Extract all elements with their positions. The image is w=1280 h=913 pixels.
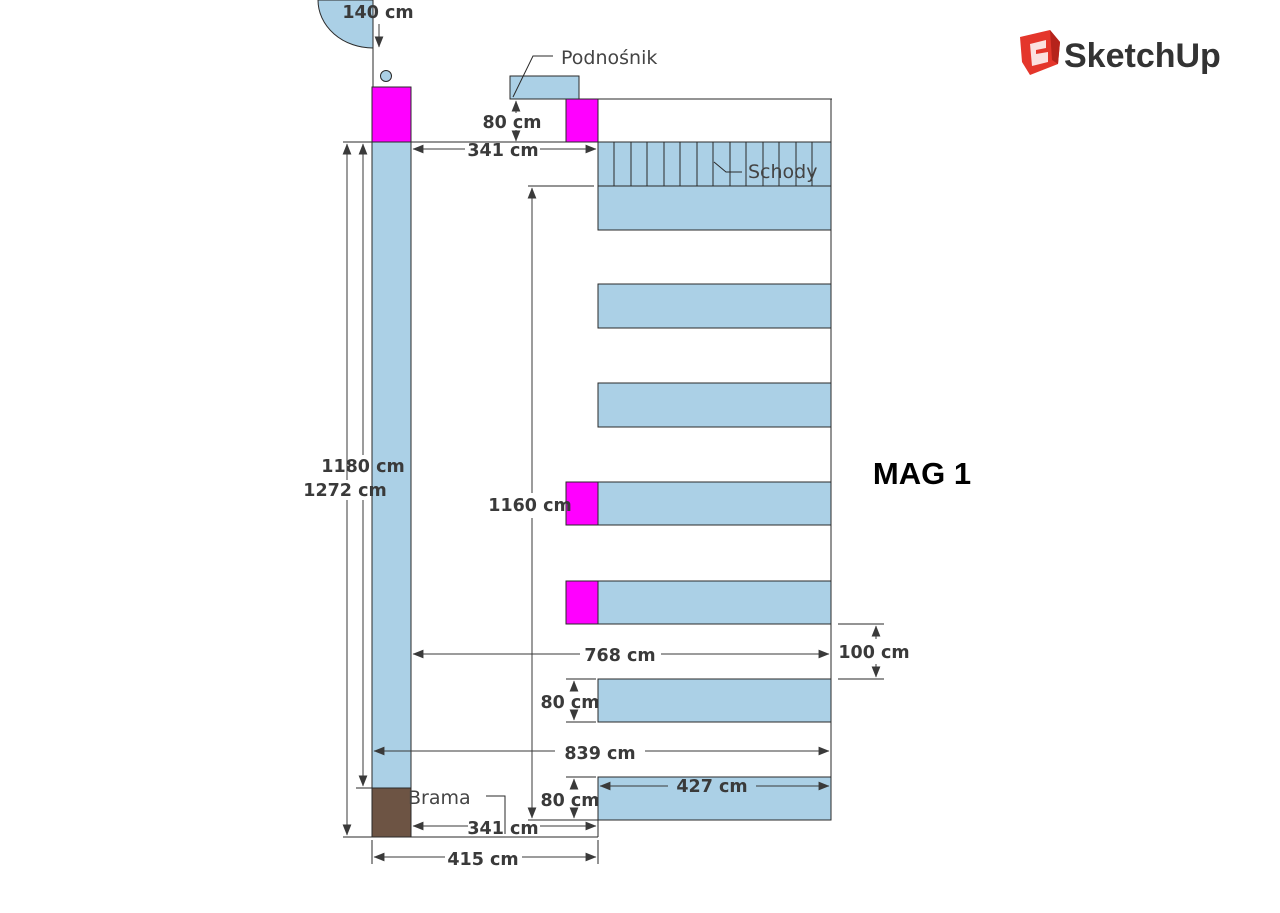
rack-2 (597, 283, 832, 329)
lift-leader-line (512, 55, 553, 98)
small-round-marker (380, 70, 392, 82)
stairs-label: Schody (748, 161, 817, 183)
dim-341-top-label: 341 cm (467, 141, 538, 161)
rack-7 (597, 776, 832, 821)
gate-block (371, 787, 412, 838)
column-mid-2 (565, 580, 599, 625)
sketchup-brand-name: SketchUp (1064, 37, 1221, 75)
column-top-left (371, 86, 412, 143)
dim-768-label: 768 cm (584, 646, 655, 666)
rack-4 (597, 481, 832, 526)
dim-1180-label: 1180 cm (321, 457, 404, 477)
dim-1160-label: 1160 cm (488, 496, 571, 516)
dim-80b-label: 80 cm (540, 791, 599, 811)
gate-leader-line (486, 795, 506, 834)
dim-80-lift-label: 80 cm (482, 113, 541, 133)
stairs-block (597, 141, 832, 187)
column-top-right (565, 98, 599, 143)
diagram-title: MAG 1 (873, 456, 971, 491)
dim-839-label: 839 cm (564, 744, 635, 764)
rack-1 (597, 185, 832, 231)
rack-5 (597, 580, 832, 625)
dim-140-label: 140 cm (342, 3, 413, 23)
left-long-rack (371, 141, 412, 789)
dim-1272-label: 1272 cm (303, 481, 386, 501)
dim-427-label: 427 cm (676, 777, 747, 797)
dim-341-bottom-label: 341 cm (467, 819, 538, 839)
rack-6 (597, 678, 832, 723)
column-mid-1 (565, 481, 599, 526)
dim-415-label: 415 cm (447, 850, 518, 870)
dim-100-label: 100 cm (838, 643, 909, 663)
lift-label: Podnośnik (561, 47, 657, 69)
sketchup-logo-icon (1020, 30, 1060, 75)
lift-block (509, 75, 580, 100)
gate-label: Brama (408, 787, 471, 809)
rack-3 (597, 382, 832, 428)
stairs-leader-line (713, 161, 742, 173)
dim-80a-label: 80 cm (540, 693, 599, 713)
stairs-steps (613, 142, 813, 186)
